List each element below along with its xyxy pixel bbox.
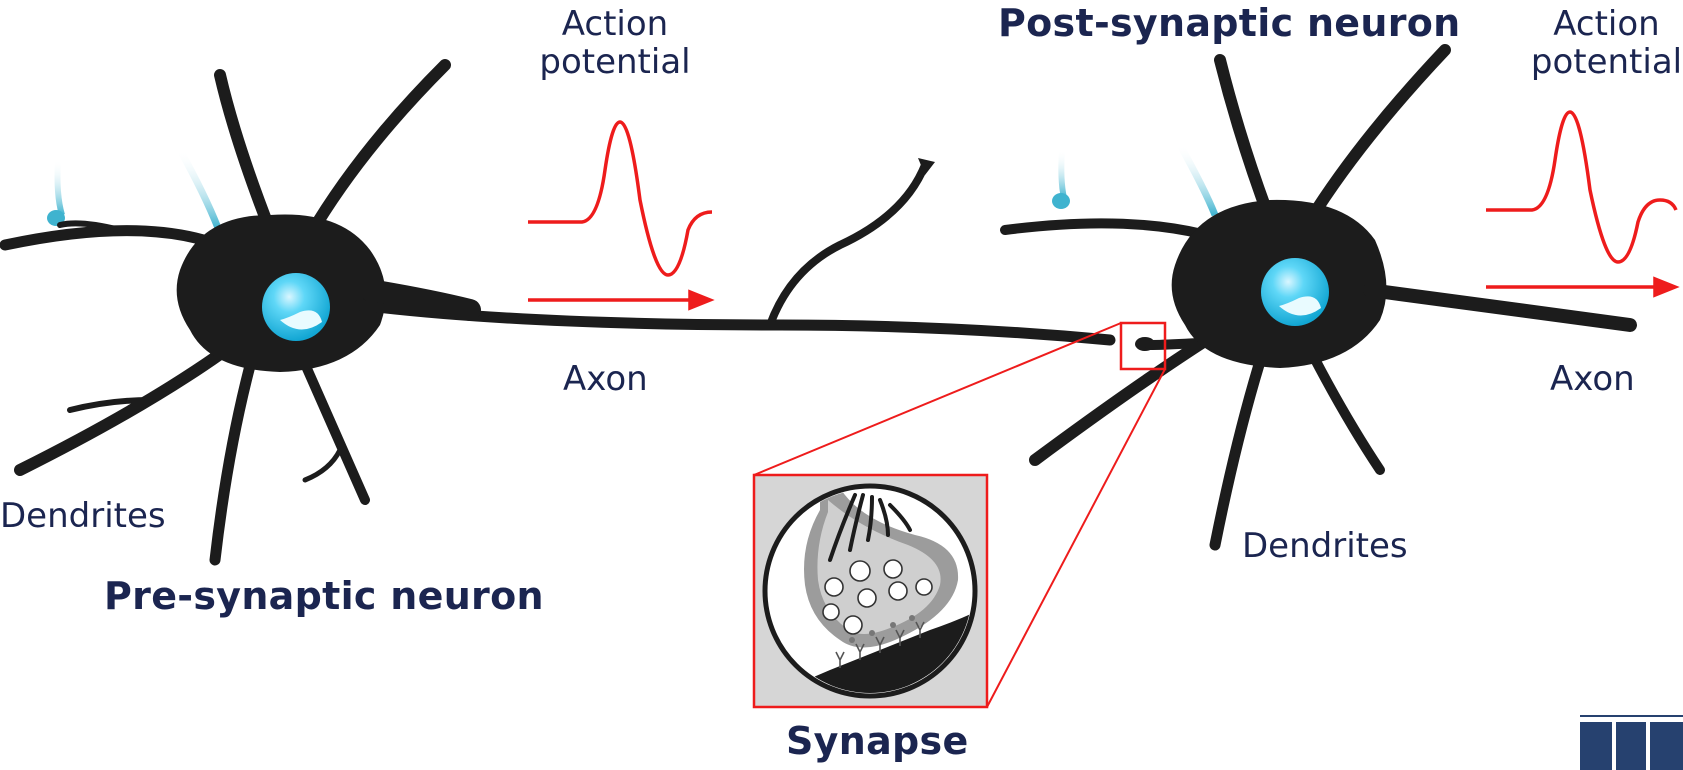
post-synaptic-neuron [1005, 50, 1630, 545]
arrow-right-icon [1655, 279, 1675, 295]
pre-action-potential-signal [528, 122, 712, 308]
pre-action-potential-label: Action potential [535, 5, 695, 81]
synapse-label: Synapse [786, 720, 969, 763]
pre-axon-label: Axon [563, 360, 648, 398]
pre-dendrites-label: Dendrites [0, 497, 166, 535]
post-dendrites-label: Dendrites [1242, 527, 1408, 565]
arrow-right-icon [690, 292, 710, 308]
synapse-callout [754, 323, 1165, 710]
pre-nucleus-icon [262, 273, 330, 341]
post-action-potential-label: Action potential [1530, 5, 1683, 81]
post-action-potential-signal [1486, 112, 1676, 295]
dendrite-tip-icon [1052, 193, 1070, 209]
logo-icon [1580, 716, 1683, 770]
post-synaptic-neuron-label: Post-synaptic neuron [998, 2, 1461, 45]
post-nucleus-icon [1261, 258, 1329, 326]
post-axon-label: Axon [1550, 360, 1635, 398]
pre-synaptic-neuron-label: Pre-synaptic neuron [104, 575, 544, 618]
